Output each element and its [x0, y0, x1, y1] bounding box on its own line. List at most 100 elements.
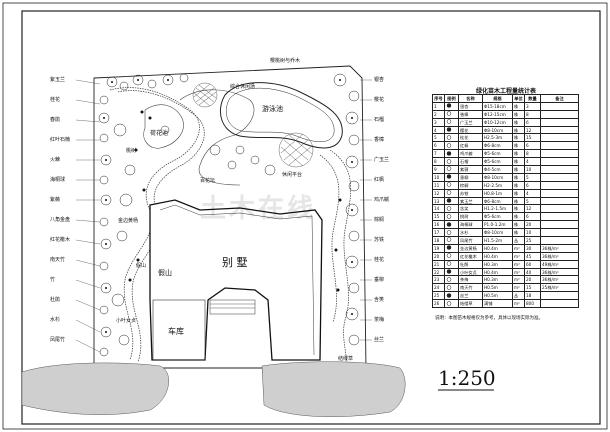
- left-label-6: 海桐球: [50, 177, 66, 183]
- legend-cell: 25: [432, 291, 445, 301]
- legend-cell: 垂柳: [458, 172, 483, 182]
- legend-header: 图例: [444, 94, 459, 103]
- plant-symbol-icon: [446, 150, 452, 156]
- legend-cell: 14: [432, 204, 445, 214]
- legend-symbol-cell: [444, 204, 459, 214]
- legend-header: 名称: [458, 94, 483, 103]
- legend-cell: 9: [432, 165, 445, 174]
- legend-cell: 23: [432, 275, 445, 285]
- legend-cell: 3: [432, 117, 445, 127]
- legend-symbol-cell: [444, 220, 459, 230]
- legend-cell: 桃树: [458, 212, 483, 222]
- right-label-12: 含笑: [374, 297, 385, 303]
- legend-symbol-cell: [444, 141, 459, 151]
- legend-cell: m²: [512, 299, 525, 309]
- legend-cell: 丝兰: [458, 291, 483, 301]
- legend-cell: 株: [512, 117, 525, 127]
- legend-cell: 20: [524, 220, 541, 230]
- legend-cell: 36株/m²: [540, 251, 579, 261]
- legend-cell: 株: [512, 204, 525, 214]
- legend-cell: 8: [524, 109, 541, 119]
- legend-cell: 水杉: [458, 228, 483, 238]
- legend-cell: 800: [524, 299, 541, 309]
- legend-cell: Φ12-15cm: [482, 109, 513, 119]
- legend-cell: 1: [432, 101, 445, 111]
- legend-header: 单位: [512, 94, 525, 103]
- left-label-8: 八角金盘: [50, 217, 71, 223]
- legend-cell: [540, 204, 579, 214]
- shrub-dots: [103, 79, 353, 333]
- legend-cell: 丛: [512, 236, 525, 245]
- legend-cell: 12: [524, 125, 541, 135]
- legend-cell: 紫薇: [458, 165, 483, 174]
- legend-symbol-cell: [444, 172, 459, 182]
- legend-cell: 8: [524, 149, 541, 159]
- left-label-2: 桂花: [50, 97, 61, 103]
- legend-cell: [540, 236, 579, 245]
- rockery-label: 假山: [158, 269, 172, 277]
- legend-cell: 19: [432, 243, 445, 253]
- swimming-pool: [220, 82, 343, 149]
- legend-cell: Φ5-6cm: [482, 212, 513, 222]
- plant-symbol-icon: [446, 292, 452, 298]
- legend-cell: [540, 101, 579, 111]
- legend-symbol-cell: [444, 236, 459, 245]
- plant-symbol-icon: [446, 245, 452, 251]
- legend-cell: 15: [432, 212, 445, 222]
- legend-cell: [540, 157, 579, 167]
- legend-cell: 36株/m²: [540, 275, 579, 285]
- right-label-9: 苏铁: [374, 237, 385, 243]
- top-label-1: 樱桃树与乔木: [270, 58, 301, 64]
- legend-symbol-cell: [444, 101, 459, 111]
- legend-cell: H0.3m: [482, 275, 513, 285]
- legend-symbol-cell: [444, 109, 459, 119]
- legend-header: 序号: [432, 94, 445, 103]
- left-label-5: 火棘: [50, 157, 61, 163]
- legend-cell: m²: [512, 283, 525, 293]
- legend-cell: 茶梅: [458, 275, 483, 285]
- legend-cell: 25: [524, 236, 541, 245]
- winding-path-west: [109, 87, 200, 361]
- legend-cell: 7: [432, 149, 445, 159]
- inner-frame: [21, 10, 601, 425]
- winding-path-east: [329, 149, 351, 369]
- legend-cell: 紫玉兰: [458, 196, 483, 206]
- legend-cell: 8: [432, 157, 445, 167]
- legend-cell: 石榴: [458, 157, 483, 167]
- right-label-14: 丝兰: [374, 337, 385, 343]
- left-label-3: 春鹃: [50, 117, 61, 123]
- legend-cell: 株: [512, 228, 525, 238]
- scale-label: 1:250: [438, 366, 496, 390]
- left-label-1: 紫玉兰: [50, 77, 66, 83]
- legend-cell: 含笑: [458, 204, 483, 214]
- legend-cell: 银杏: [458, 101, 483, 111]
- legend-symbol-cell: [444, 291, 459, 301]
- villa-label: 别 墅: [222, 256, 248, 269]
- top-label-3: 百花坛: [200, 178, 216, 184]
- legend-cell: [540, 196, 579, 206]
- legend-symbol-cell: [444, 251, 459, 261]
- legend-cell: 株: [512, 165, 525, 174]
- plant-symbol-icon: [446, 206, 452, 211]
- legend-symbol-cell: [444, 275, 459, 285]
- garage-label: 车库: [168, 327, 184, 336]
- legend-cell: 12: [432, 188, 445, 198]
- legend-cell: [540, 109, 579, 119]
- legend-cell: 6: [432, 141, 445, 151]
- top-label-4: 休闲平台: [282, 172, 303, 178]
- plant-symbol-icon: [446, 111, 452, 116]
- legend-cell: Φ6-8cm: [482, 196, 513, 206]
- legend-cell: 株: [512, 180, 525, 190]
- legend-cell: Φ15-18cm: [482, 101, 513, 111]
- legend-cell: Φ8-10cm: [482, 125, 513, 135]
